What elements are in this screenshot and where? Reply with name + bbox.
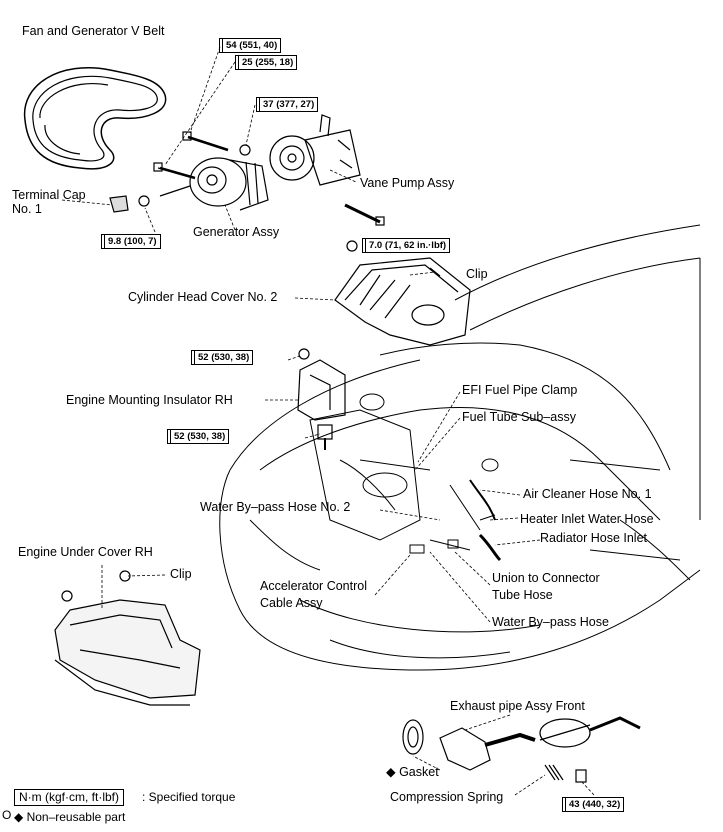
engine-mount-icon [297,348,346,450]
label-water-bypass-2: Water By–pass Hose No. 2 [200,500,351,514]
generator-icon [157,157,269,211]
vane-pump-icon [239,114,385,226]
legend-unit-box: N·m (kgf·cm, ft·lbf) [14,789,124,806]
label-terminal-cap: Terminal Cap No. 1 [12,188,86,216]
engine-assembly-icon [309,409,502,562]
legend-specified-torque: : Specified torque [142,790,236,804]
label-water-bypass: Water By–pass Hose [492,615,609,629]
cylinder-head-cover-icon [334,240,471,346]
label-compression-spring: Compression Spring [390,790,504,804]
label-engine-mount: Engine Mounting Insulator RH [66,393,233,407]
torque-9-8: 9.8 (100, 7) [101,234,161,249]
bolt-icon [109,131,229,213]
label-clip-top: Clip [466,267,488,281]
label-heater-inlet: Heater Inlet Water Hose [520,512,654,526]
label-fan-belt: Fan and Generator V Belt [22,24,165,38]
label-engine-under-cover: Engine Under Cover RH [18,545,153,559]
label-air-cleaner-hose: Air Cleaner Hose No. 1 [523,487,652,501]
torque-52-upper: 52 (530, 38) [190,350,254,365]
label-fuel-tube: Fuel Tube Sub–assy [462,410,576,424]
label-exhaust-pipe: Exhaust pipe Assy Front [450,699,585,713]
page-mark: O [2,808,12,822]
label-efi-clamp: EFI Fuel Pipe Clamp [462,383,578,397]
label-radiator-hose: Radiator Hose Inlet [540,531,648,545]
leader-lines [61,46,595,796]
label-generator-assy: Generator Assy [193,225,280,239]
legend-non-reusable: ◆ Non–reusable part [14,810,126,824]
label-vane-pump: Vane Pump Assy [360,176,455,190]
torque-54: 54 (551, 40) [218,38,282,53]
torque-43: 43 (440, 32) [561,797,625,812]
label-union-tube: Union to Connector Tube Hose [492,571,600,602]
under-cover-icon [54,570,201,706]
car-body-icon [219,224,701,671]
torque-25: 25 (255, 18) [234,55,298,70]
torque-7-0: 7.0 (71, 62 in.·lbf) [361,238,451,253]
torque-52-lower: 52 (530, 38) [166,429,230,444]
exhaust-pipe-icon [402,716,641,783]
belt-icon [23,67,167,170]
torque-37: 37 (377, 27) [255,97,319,112]
label-accel-cable: Accelerator Control Cable Assy [260,579,367,610]
label-clip-under: Clip [170,567,192,581]
label-cylinder-head-cover: Cylinder Head Cover No. 2 [128,290,278,304]
label-gasket: ◆ Gasket [386,765,439,779]
